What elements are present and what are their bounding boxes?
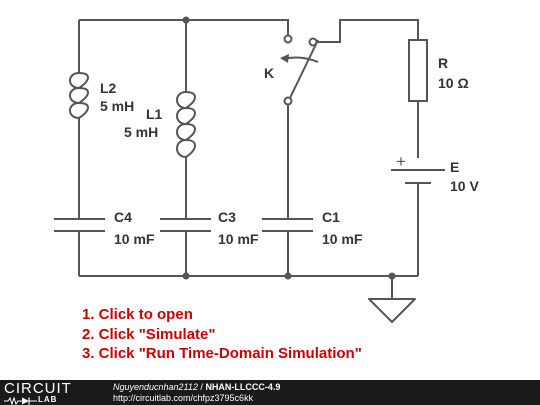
l2-value: 5 mH (100, 98, 134, 114)
l1-name: L1 (146, 106, 163, 122)
resistor-r[interactable]: R 10 Ω (408, 39, 469, 102)
ground-icon (368, 298, 416, 323)
footer-meta: Nguyenducnhan2112 / NHAN-LLCCC-4.9 http:… (113, 382, 280, 404)
c4-name: C4 (114, 209, 132, 225)
source-name: E (450, 159, 459, 175)
logo-lab-text: LAB (38, 395, 58, 404)
switch-name: K (264, 65, 274, 81)
author-link[interactable]: Nguyenducnhan2112 (113, 382, 198, 392)
arrow-icon (280, 54, 289, 63)
instruction-step-2: 2. Click "Simulate" (82, 325, 216, 343)
path-separator: / (197, 382, 206, 392)
source-value: 10 V (450, 178, 479, 194)
capacitor-c1[interactable]: C1 10 mF (262, 209, 363, 247)
c3-name: C3 (218, 209, 236, 225)
junction-dot (284, 272, 292, 280)
capacitor-c4[interactable]: C4 10 mF (54, 209, 155, 247)
c1-value: 10 mF (322, 231, 363, 247)
resistor-diode-icon (4, 396, 37, 405)
junction-dot (182, 272, 190, 280)
instruction-step-1: 1. Click to open (82, 306, 193, 323)
circuit-url[interactable]: http://circuitlab.com/chfpz3795c6kk (113, 393, 254, 403)
inductor-l2[interactable]: L2 5 mH (69, 72, 134, 119)
switch-k[interactable]: K (264, 34, 319, 106)
voltage-source-e[interactable]: + E 10 V (391, 152, 479, 194)
junction-dot (388, 272, 396, 280)
junction-dot (182, 16, 190, 24)
l2-name: L2 (100, 80, 117, 96)
wires (78, 19, 419, 299)
capacitor-c3[interactable]: C3 10 mF (160, 209, 259, 247)
footer-bar: CIRCUIT LAB Nguyenducnhan2112 / NHAN-LLC… (0, 380, 540, 405)
logo-circuit-text: CIRCUIT (4, 380, 72, 397)
plus-sign: + (396, 152, 406, 171)
c3-value: 10 mF (218, 231, 259, 247)
c1-name: C1 (322, 209, 340, 225)
circuit-title[interactable]: NHAN-LLCCC-4.9 (205, 382, 281, 392)
c4-value: 10 mF (114, 231, 155, 247)
junctions (182, 16, 396, 280)
inductor-l1[interactable]: L1 5 mH (124, 91, 196, 158)
instruction-step-3: 3. Click "Run Time-Domain Simulation" (82, 345, 362, 362)
resistor-value: 10 Ω (438, 75, 469, 91)
circuitlab-logo[interactable]: CIRCUIT LAB (4, 381, 94, 405)
resistor-name: R (438, 55, 448, 71)
l1-value: 5 mH (124, 124, 158, 140)
instructions: 1. Click to open 2. Click "Simulate" 3. … (82, 305, 362, 364)
